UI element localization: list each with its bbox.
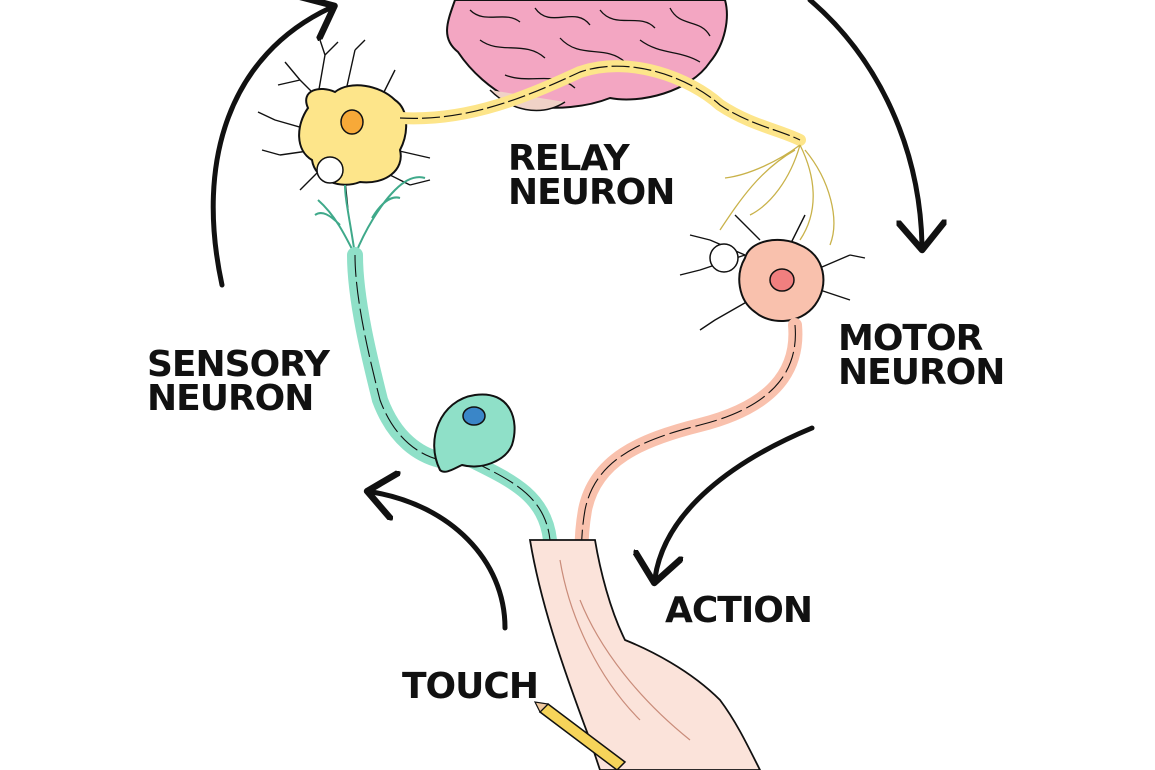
motor-neuron-label: MOTOR NEURON xyxy=(838,318,1005,393)
motor-label-line2: NEURON xyxy=(838,352,1005,393)
arrow-up-left xyxy=(210,8,330,288)
relay-label-line2: NEURON xyxy=(508,172,675,213)
pencil-illustration xyxy=(533,701,627,770)
motor-label-line1: MOTOR xyxy=(838,318,983,359)
motor-nucleus xyxy=(769,268,795,292)
action-label: ACTION xyxy=(665,590,813,631)
arrow-down-right xyxy=(807,0,922,245)
sensory-label-line1: SENSORY xyxy=(147,344,330,385)
hand-illustration xyxy=(528,539,762,770)
relay-label-line1: RELAY xyxy=(508,138,630,179)
motor-neuron xyxy=(574,214,866,637)
brain-illustration xyxy=(446,0,728,112)
sensory-neuron-label: SENSORY NEURON xyxy=(147,344,330,419)
relay-neuron-label: RELAY NEURON xyxy=(508,138,675,213)
arrow-to-action xyxy=(655,425,815,578)
touch-label: TOUCH xyxy=(402,666,539,707)
arrow-from-touch xyxy=(372,492,508,631)
relay-neuron xyxy=(257,39,835,246)
sensory-nucleus xyxy=(462,406,486,426)
flow-arrows xyxy=(210,0,922,631)
relay-nucleus xyxy=(340,109,364,135)
sensory-label-line2: NEURON xyxy=(147,378,314,419)
